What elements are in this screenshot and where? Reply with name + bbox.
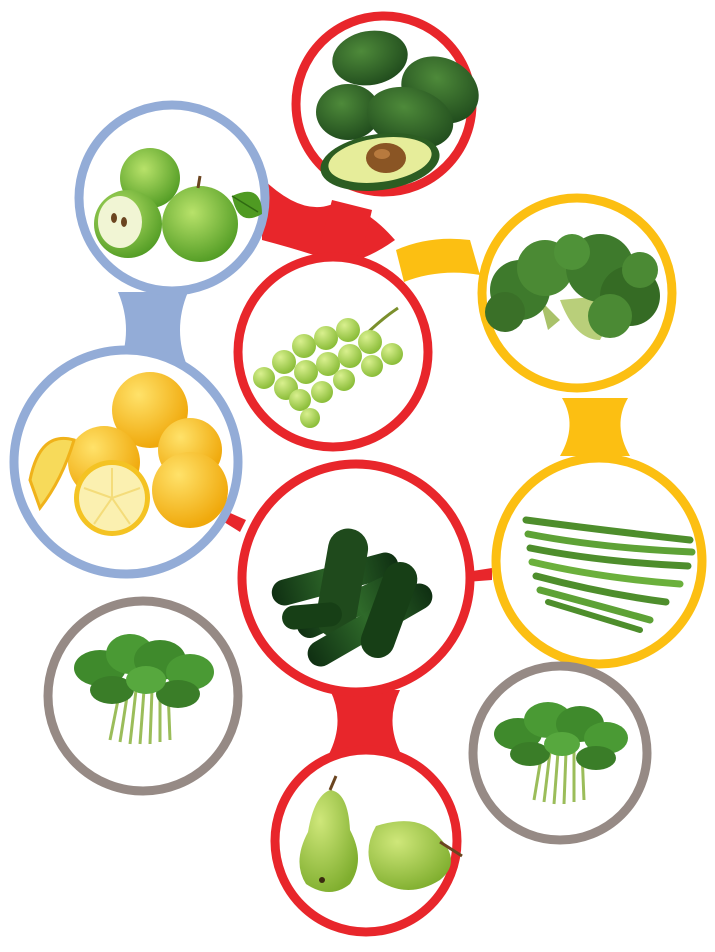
beans-node	[496, 458, 702, 664]
connector-yellow-top	[396, 239, 480, 282]
greens-right-node	[473, 666, 647, 840]
greens-left-node	[48, 601, 238, 791]
cucumber-node	[242, 464, 470, 692]
pear-node	[275, 750, 462, 932]
broccoli-node	[482, 198, 672, 388]
lemon-node	[14, 350, 238, 574]
apple-node	[79, 105, 265, 291]
connector-yellow-right	[560, 398, 630, 456]
grapes-node	[238, 257, 428, 447]
avocado-node	[296, 16, 490, 198]
avocado-icon	[316, 25, 490, 198]
